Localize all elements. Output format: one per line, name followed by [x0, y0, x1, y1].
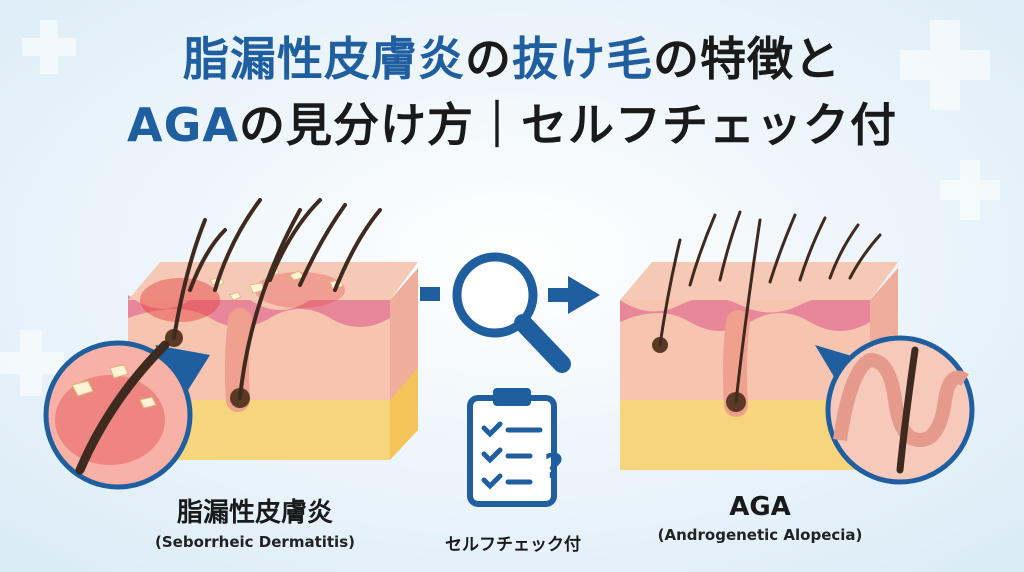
seborrheic-name: 脂漏性皮膚炎 — [176, 498, 333, 528]
seborrheic-label: 脂漏性皮膚炎 (Seborrheic Dermatitis) — [130, 492, 380, 551]
clipboard-checklist-icon: ? — [467, 388, 564, 507]
title-particle: の — [465, 32, 512, 86]
self-check-label: セルフチェック付 — [445, 535, 581, 555]
title-line-1: 脂漏性皮膚炎の抜け毛の特徴と — [0, 26, 1024, 92]
aga-label: AGA (Androgenetic Alopecia) — [630, 492, 890, 544]
arrow-right-icon — [548, 276, 600, 314]
svg-text:?: ? — [544, 447, 564, 487]
aga-skin-illustration — [620, 210, 898, 470]
page-title: 脂漏性皮膚炎の抜け毛の特徴と AGAの見分け方｜セルフチェック付 — [0, 26, 1024, 158]
seborrheic-english: (Seborrheic Dermatitis) — [155, 533, 355, 551]
title-features: の特徴と — [653, 32, 841, 86]
title-hair-loss: 抜け毛 — [512, 32, 653, 86]
magnifier-icon — [420, 252, 571, 373]
aga-english: (Androgenetic Alopecia) — [657, 526, 863, 544]
cross-decoration-icon — [0, 20, 1000, 396]
aga-zoom-circle — [815, 335, 975, 485]
title-seborrheic: 脂漏性皮膚炎 — [183, 32, 465, 86]
title-aga: AGA — [127, 98, 239, 152]
aga-name: AGA — [729, 492, 791, 522]
seborrheic-zoom-circle — [43, 340, 210, 490]
title-line-2: AGAの見分け方｜セルフチェック付 — [0, 92, 1024, 158]
title-how-to-tell: の見分け方｜セルフチェック付 — [238, 98, 897, 152]
